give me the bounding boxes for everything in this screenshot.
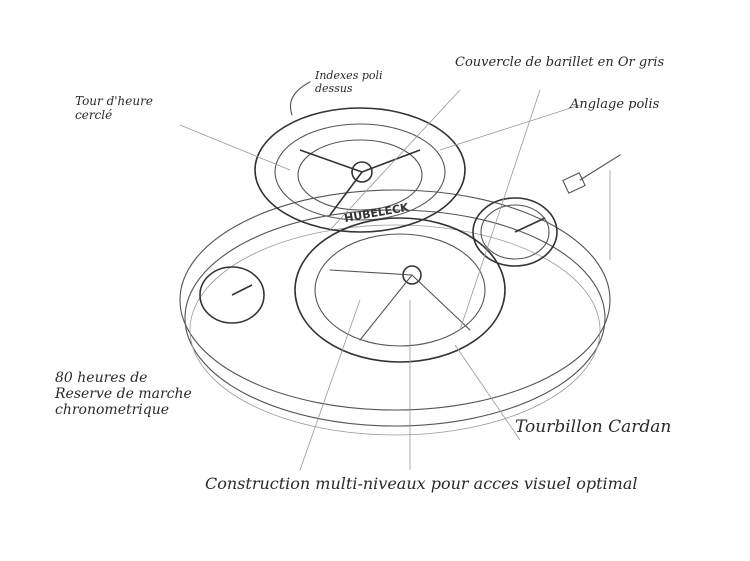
barrel-cover bbox=[351, 161, 373, 183]
base-plate bbox=[179, 189, 611, 411]
power-reserve-dial bbox=[199, 266, 265, 324]
label-construction: Construction multi-niveaux pour acces vi… bbox=[205, 474, 638, 493]
label-tourbillon: Tourbillon Cardan bbox=[515, 417, 672, 437]
label-indexes: Indexes poli dessus bbox=[315, 69, 383, 95]
tourbillon-cage bbox=[294, 217, 506, 363]
base-plate-edge bbox=[184, 209, 606, 427]
hour-ring bbox=[254, 107, 466, 233]
label-couvercle: Couvercle de barillet en Or gris bbox=[455, 55, 665, 70]
subdial-right bbox=[472, 197, 558, 267]
label-anglage: Anglage polis bbox=[570, 97, 660, 112]
label-tour-heure: Tour d'heure cerclé bbox=[75, 94, 153, 122]
label-reserve: 80 heures de Reserve de marche chronomet… bbox=[55, 370, 192, 419]
crown bbox=[562, 172, 586, 194]
